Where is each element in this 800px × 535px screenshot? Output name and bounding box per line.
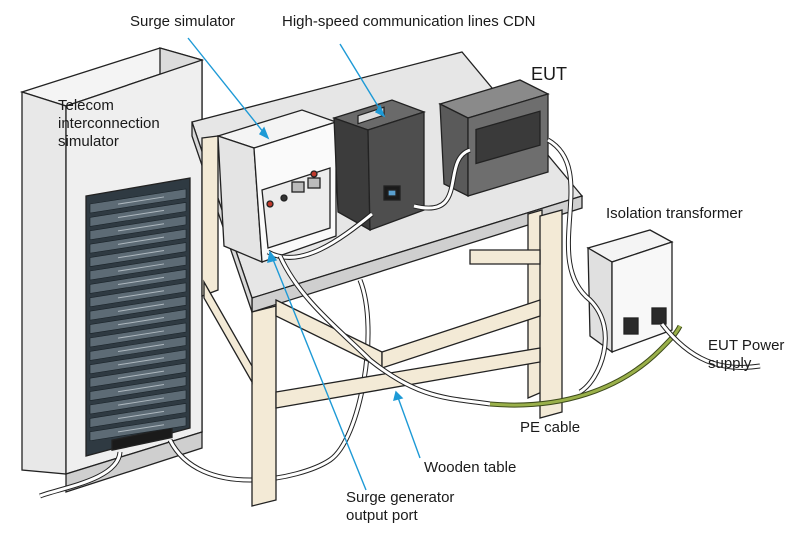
rack-unit-panel [117, 196, 165, 205]
label-surge-port-line1: Surge generator [346, 489, 454, 506]
rack-unit-panel [117, 263, 165, 272]
label-wooden-table: Wooden table [424, 459, 516, 476]
label-telecom-line1: Telecom [58, 97, 114, 114]
leader-surge-simulator [187, 37, 269, 139]
label-eut: EUT [531, 64, 567, 84]
label-eut-power-line2: supply [708, 355, 752, 372]
rack-unit-panel [117, 303, 165, 312]
leader-cdn [339, 43, 385, 117]
label-surge-simulator: Surge simulator [130, 13, 235, 30]
label-telecom-line2: interconnection [58, 115, 160, 132]
rack-unit-panel [117, 223, 165, 232]
label-cdn: High-speed communication lines CDN [282, 13, 535, 30]
rack-unit-panel [117, 370, 165, 379]
rack-unit-panel [117, 276, 165, 286]
rack-unit-panel [117, 343, 165, 353]
leader-wooden-table [395, 391, 421, 459]
label-telecom-line3: simulator [58, 133, 119, 150]
text-labels: Surge simulator High-speed communication… [58, 13, 784, 524]
rack-units [89, 188, 187, 442]
leader-lines [187, 37, 421, 491]
rack-unit-panel [117, 397, 165, 406]
rack-unit-panel [117, 250, 165, 259]
leader-surge-port [269, 251, 367, 491]
rack-unit-panel [117, 384, 165, 393]
cdn-box [331, 99, 426, 232]
rack-unit-panel [117, 209, 165, 219]
rack-unit-panel [117, 330, 165, 339]
isolation-transformer [586, 229, 674, 354]
label-isolation-transformer: Isolation transformer [606, 205, 743, 222]
rack-unit-panel [117, 357, 165, 366]
label-pe-cable: PE cable [520, 419, 580, 436]
rack-unit-panel [117, 424, 165, 433]
rack-unit-panel [117, 236, 165, 245]
rack-unit-panel [117, 410, 165, 420]
surge-simulator [215, 109, 339, 264]
rack-unit-panel [117, 290, 165, 299]
eut [438, 79, 550, 198]
label-eut-power-line1: EUT Power [708, 337, 784, 354]
cables [266, 137, 761, 408]
rack-unit-panel [117, 317, 165, 326]
label-surge-port-line2: output port [346, 507, 419, 524]
